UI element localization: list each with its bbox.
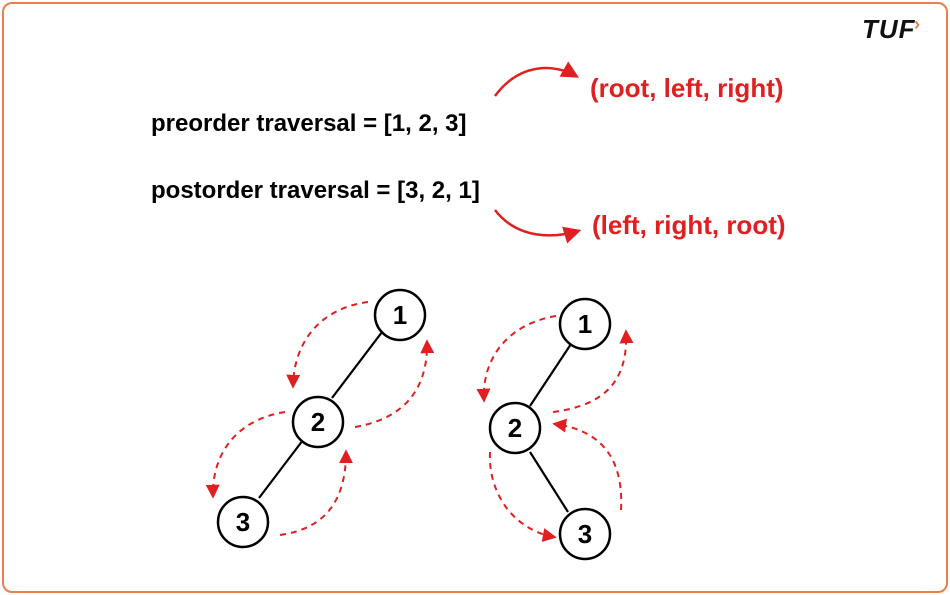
chevron-right-icon: › [914, 14, 920, 34]
preorder-tree: 1 2 3 [205, 288, 435, 549]
traversal-arrow [354, 339, 435, 428]
tree-edge [258, 439, 304, 499]
traversal-arrow [488, 451, 557, 542]
traversal-arrow [205, 411, 286, 499]
traversal-arrow [476, 315, 557, 403]
node-label: 2 [508, 413, 522, 443]
tree-node: 2 [291, 395, 345, 449]
tree-node: 1 [558, 297, 612, 351]
node-label: 3 [578, 519, 592, 549]
traversal-arrow [552, 418, 623, 511]
tree-edge [529, 343, 572, 407]
tree-node: 3 [216, 495, 270, 549]
node-label: 2 [311, 407, 325, 437]
tree-node: 2 [488, 401, 542, 455]
tree-edge [331, 331, 383, 399]
node-label: 3 [236, 507, 250, 537]
postorder-order-note: (left, right, root) [592, 210, 786, 240]
node-label: 1 [578, 309, 592, 339]
postorder-note-arrow [494, 209, 582, 244]
traversal-arrow [279, 449, 353, 536]
tree-node: 3 [558, 507, 612, 561]
tuf-logo: TUF [862, 14, 916, 44]
preorder-equation: preorder traversal = [1, 2, 3] [151, 110, 467, 137]
tree-node: 1 [373, 288, 427, 342]
preorder-order-note: (root, left, right) [590, 73, 784, 103]
node-label: 1 [393, 300, 407, 330]
traversal-arrow [286, 301, 369, 389]
postorder-tree: 1 2 3 [476, 297, 634, 561]
postorder-equation: postorder traversal = [3, 2, 1] [151, 177, 480, 204]
tree-edge [529, 451, 569, 513]
preorder-note-arrow [493, 61, 580, 97]
